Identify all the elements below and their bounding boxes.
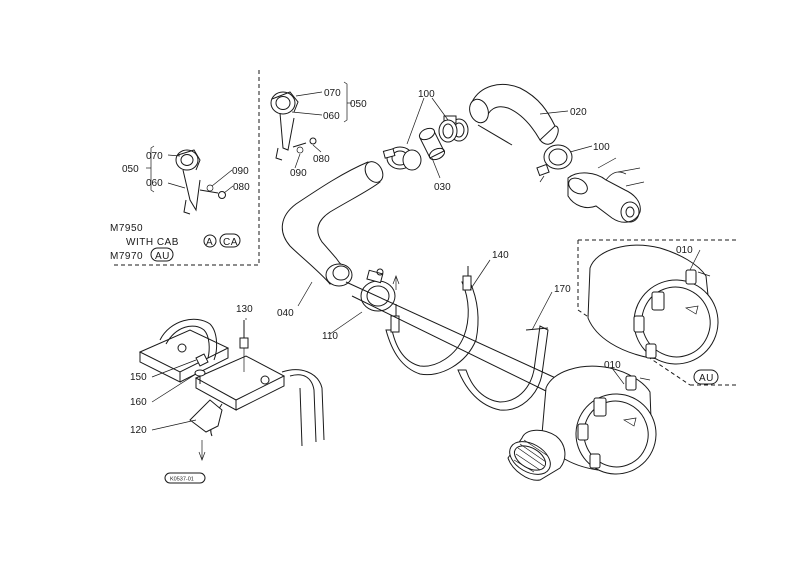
clamp-100-lower — [382, 146, 422, 171]
label-070-upper: 070 — [324, 88, 341, 99]
label-030: 030 — [434, 182, 451, 193]
label-070-lower: 070 — [146, 151, 163, 162]
label-140: 140 — [492, 250, 509, 261]
label-160: 160 — [130, 397, 147, 408]
variant-inset — [112, 70, 260, 266]
label-090-lower: 090 — [232, 166, 249, 177]
clamp-070-lower — [175, 149, 226, 215]
clamp-070-upper — [270, 91, 317, 161]
outlet-pipe — [345, 275, 561, 393]
clamp-110 — [360, 268, 396, 312]
clamp-100-upper-pair — [438, 115, 469, 143]
diagram-stamp-text: K0537-01 — [170, 477, 194, 483]
inset-leaders — [146, 81, 352, 194]
label-090-upper: 090 — [290, 168, 307, 179]
clamp-100-right — [536, 144, 573, 183]
note-model-m7970: M7970 — [110, 251, 143, 262]
label-100-top: 100 — [418, 89, 435, 100]
label-050-upper: 050 — [350, 99, 367, 110]
au-variant-frame — [577, 239, 736, 386]
label-010-au: 010 — [676, 245, 693, 256]
hose-020 — [469, 84, 559, 146]
air-cleaner-010-au — [587, 244, 719, 365]
label-050-lower: 050 — [122, 164, 139, 175]
connector-030 — [418, 127, 446, 161]
label-010-main: 010 — [604, 360, 621, 371]
note-model-m7950: M7950 — [110, 223, 143, 234]
label-060-lower: 060 — [146, 178, 163, 189]
label-120: 120 — [130, 425, 147, 436]
note-code-a: A — [206, 237, 213, 248]
note-code-ca: CA — [223, 237, 238, 248]
mounting-frame — [138, 318, 325, 461]
intake-elbow — [567, 157, 645, 223]
label-130: 130 — [236, 304, 253, 315]
label-020: 020 — [570, 107, 587, 118]
label-100-right: 100 — [593, 142, 610, 153]
diagram-stamp: K0537-01 — [164, 472, 206, 484]
note-with-cab: WITH CAB — [126, 237, 179, 248]
label-080-lower: 080 — [233, 182, 250, 193]
air-cleaner-010-main — [507, 365, 657, 481]
label-110: 110 — [322, 331, 338, 342]
note-code-au: AU — [155, 251, 170, 262]
label-040: 040 — [277, 308, 294, 319]
au-badge-text: AU — [699, 373, 714, 384]
label-060-upper: 060 — [323, 111, 340, 122]
strap-140 — [385, 266, 479, 376]
label-080-upper: 080 — [313, 154, 330, 165]
label-150: 150 — [130, 372, 147, 383]
au-badge: AU — [693, 369, 719, 385]
leader-lines — [151, 97, 701, 431]
applicability-note: M7950 WITH CAB A CA M7970 AU — [110, 223, 241, 262]
hose-040 — [281, 161, 384, 287]
strap-170 — [457, 325, 549, 411]
label-170: 170 — [554, 284, 571, 295]
